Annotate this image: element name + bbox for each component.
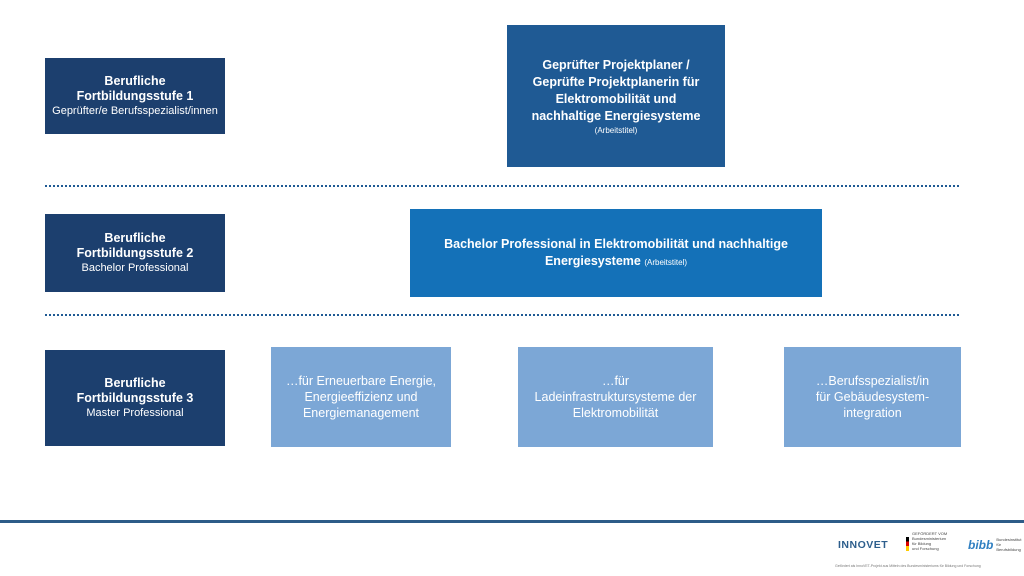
level-3-label: Berufliche Fortbildungsstufe 1 Geprüfter… [45,58,225,134]
bibb-logo-text: Bundesinstitut für Berufsbildung [996,537,1022,552]
specialist-box-gebaeude: …Berufsspezialist/in für Gebäudesystem- … [784,347,961,447]
level-3-title: Berufliche Fortbildungsstufe 1 [76,73,194,103]
specialist-box-ladeinfrastruktur: …für Ladeinfrastruktursysteme der Elektr… [518,347,713,447]
projektplaner-box: Geprüfter Projektplaner / Geprüfte Proje… [507,25,725,167]
specialist-gebaeude-text: …Berufsspezialist/in für Gebäudesystem- … [815,374,930,420]
level-2-title: Berufliche Fortbildungsstufe 2 [76,230,194,260]
divider-line-lower [45,314,959,316]
funding-note: Gefördert als InnoVET-Projekt aus Mittel… [835,564,981,568]
innovet-logo: INNOVET [838,539,889,551]
level-1-subtitle: Master Professional [86,406,184,419]
projektplaner-title: Geprüfter Projektplaner / Geprüfte Proje… [531,57,701,123]
bachelor-professional-note: (Arbeitstitel) [644,257,688,267]
specialist-energie-text: …für Erneuerbare Energie, Energieeffizie… [285,374,437,420]
bmbf-logo: GEFÖRDERT VOM Bundesministerium für Bild… [906,531,954,557]
level-2-subtitle: Bachelor Professional [81,261,189,274]
level-1-label: Berufliche Fortbildungsstufe 3 Master Pr… [45,350,225,446]
level-1-title: Berufliche Fortbildungsstufe 3 [76,375,194,405]
level-2-label: Berufliche Fortbildungsstufe 2 Bachelor … [45,214,225,292]
specialist-box-energie: …für Erneuerbare Energie, Energieeffizie… [271,347,451,447]
projektplaner-note: (Arbeitstitel) [594,125,638,135]
footer-rule [0,520,1024,523]
bibb-logo-mark: bibb [968,537,994,552]
level-3-subtitle: Geprüfter/e Berufsspezialist/innen [52,104,218,117]
bibb-logo: bibb Bundesinstitut für Berufsbildung [968,537,1024,552]
bmbf-logo-text: GEFÖRDERT VOM Bundesministerium für Bild… [912,531,948,551]
bachelor-professional-title: Bachelor Professional in Elektromobilitä… [410,236,822,271]
bachelor-professional-text: Bachelor Professional in Elektromobilitä… [444,236,788,268]
specialist-ladeinfrastruktur-text: …für Ladeinfrastruktursysteme der Elektr… [534,374,697,420]
bachelor-professional-box: Bachelor Professional in Elektromobilitä… [410,209,822,297]
divider-line-upper [45,185,959,187]
german-flag-icon [906,537,909,551]
